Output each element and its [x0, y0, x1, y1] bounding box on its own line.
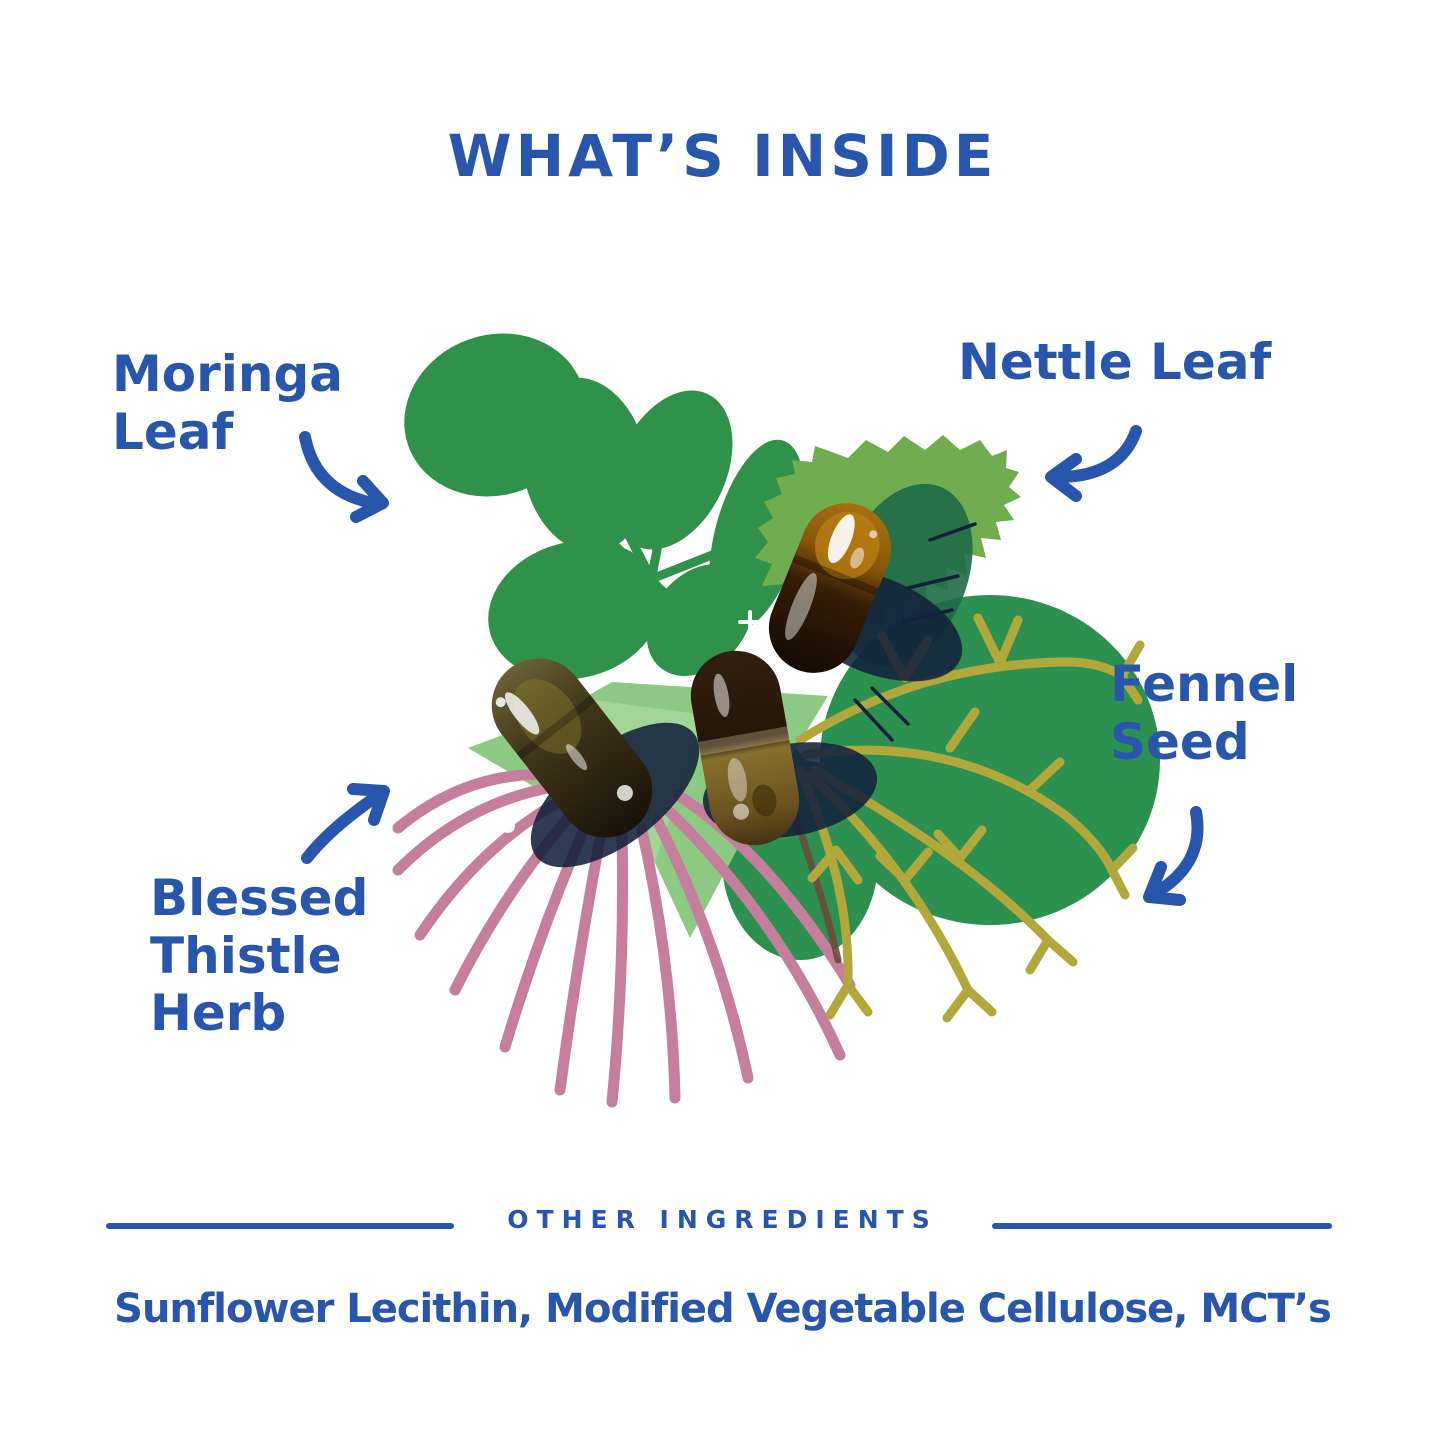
- label-blessed-thistle-herb: Blessed Thistle Herb: [150, 869, 369, 1042]
- label-fennel-seed: Fennel Seed: [1110, 655, 1299, 771]
- fennel-arrow-icon: [1143, 806, 1204, 906]
- label-arrows: [299, 425, 1204, 906]
- divider-rule-left: [106, 1223, 454, 1229]
- nettle-hairs-icon: [853, 522, 977, 742]
- other-ingredients-heading: OTHER INGREDIENTS: [507, 1205, 938, 1234]
- page-title: WHAT’S INSIDE: [447, 122, 998, 190]
- divider-rule-right: [992, 1223, 1332, 1229]
- capsule-right: [768, 503, 892, 673]
- capsule-middle: [690, 650, 800, 846]
- nettle-arrow-icon: [1045, 425, 1142, 502]
- capsule-left: [491, 658, 653, 838]
- other-ingredients-list: Sunflower Lecithin, Modified Vegetable C…: [114, 1286, 1332, 1332]
- label-nettle-leaf: Nettle Leaf: [958, 333, 1272, 391]
- sparkle-icon: [738, 610, 762, 634]
- moringa-arrow-icon: [299, 431, 389, 523]
- thistle-arrow-icon: [301, 783, 390, 864]
- label-moringa-leaf: Moringa Leaf: [112, 345, 344, 461]
- sparkle-dot-icon: [501, 819, 515, 833]
